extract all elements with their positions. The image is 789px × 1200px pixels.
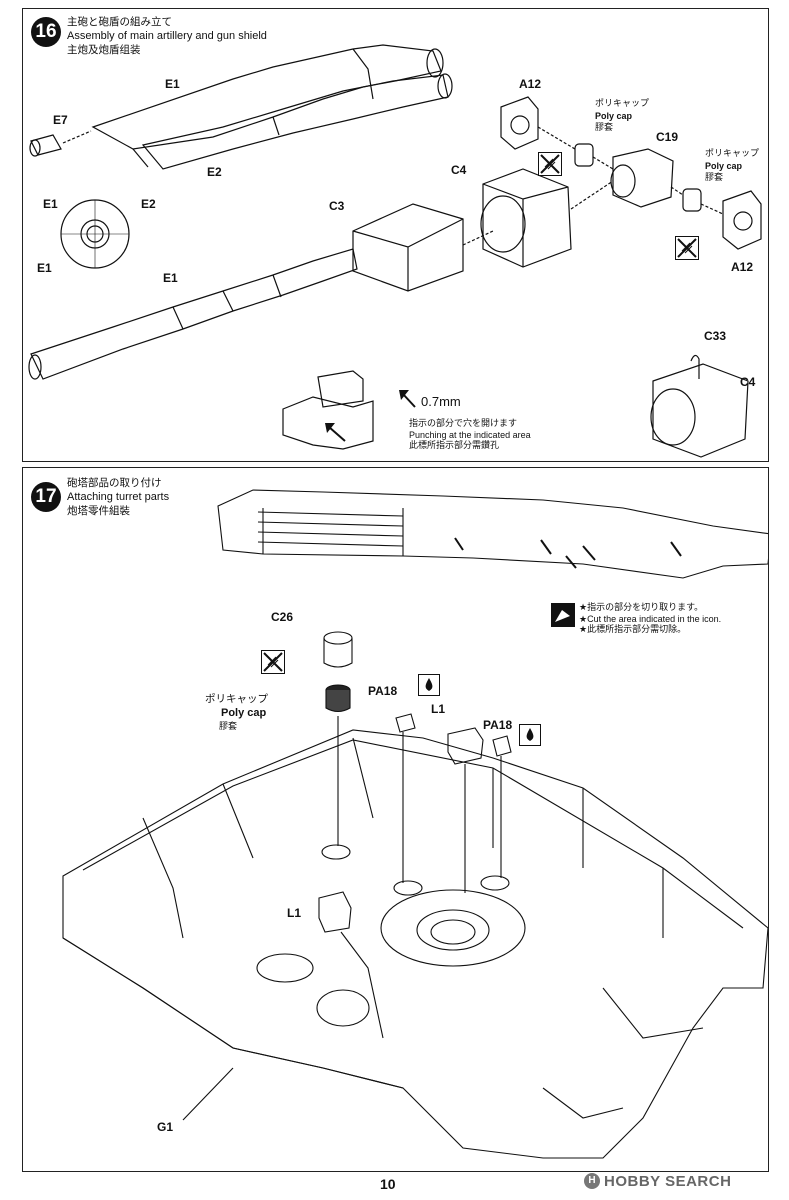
part-label-c26: C26 (271, 610, 294, 624)
part-label-e7: E7 (53, 113, 68, 127)
cut-icon (551, 603, 575, 627)
no-glue-icon (261, 650, 285, 674)
step-16-title-jp: 主砲と砲盾の組み立て (67, 16, 172, 28)
step-number-16: 16 (31, 17, 61, 47)
no-glue-icon (538, 152, 562, 176)
part-label-l1: L1 (287, 906, 302, 920)
step-16-title-en: Assembly of main artillery and gun shiel… (67, 30, 267, 42)
polycap-label-jp: ポリキャップ (595, 99, 650, 109)
polycap-label-en: Poly cap (705, 161, 743, 171)
part-label-l1: L1 (431, 702, 446, 716)
drill-size: 0.7mm (421, 394, 461, 409)
part-label-g1: G1 (157, 1120, 174, 1134)
step-16-panel: 16 主砲と砲盾の組み立て Assembly of main artillery… (22, 8, 769, 462)
polycap-label-en: Poly cap (221, 707, 267, 719)
part-label-c4: C4 (740, 375, 756, 389)
polycap-label-cn: 膠套 (219, 722, 238, 732)
cut-note-cn: ★此標所指示部分需切除。 (579, 625, 687, 635)
drill-note-en: Punching at the indicated area (409, 430, 531, 440)
step-17-panel: 17 砲塔部品の取り付け Attaching turret parts 炮塔零件… (22, 467, 769, 1172)
part-label-e1: E1 (163, 271, 178, 285)
drill-note-jp: 指示の部分で穴を開けます (409, 419, 518, 429)
part-label-pa18: PA18 (368, 684, 398, 698)
step-17-title-cn: 炮塔零件組裝 (67, 505, 130, 517)
part-label-e2: E2 (207, 165, 222, 179)
polycap-label-cn: 膠套 (595, 123, 614, 133)
step-17-title-en: Attaching turret parts (67, 491, 170, 503)
part-label-c4: C4 (451, 163, 467, 177)
watermark: HOBBY SEARCH (604, 1173, 732, 1190)
cement-icon (418, 674, 440, 696)
part-label-e1: E1 (37, 261, 52, 275)
drill-note-cn: 此標所指示部分需鑽孔 (409, 441, 500, 451)
step-number-17: 17 (31, 482, 61, 512)
step-16-title-cn: 主炮及炮盾组装 (67, 44, 141, 56)
part-label-c33: C33 (704, 329, 727, 343)
part-label-a12: A12 (731, 260, 754, 274)
step-16-drawing (28, 44, 762, 458)
polycap-label-cn: 膠套 (705, 173, 724, 183)
step-17-title-jp: 砲塔部品の取り付け (67, 477, 162, 489)
polycap-label-en: Poly cap (595, 111, 633, 121)
drill-arrow-icon (402, 393, 416, 408)
cement-icon (519, 724, 541, 746)
page-number: 10 (380, 1176, 396, 1192)
polycap-label-jp: ポリキャップ (205, 693, 268, 705)
part-label-c19: C19 (656, 130, 679, 144)
part-label-pa18: PA18 (483, 718, 513, 732)
part-label-c3: C3 (329, 199, 345, 213)
part-label-a12: A12 (519, 77, 542, 91)
no-glue-icon (675, 236, 699, 260)
watermark-logo-icon: H (584, 1173, 600, 1189)
step-17-drawing (62, 489, 768, 1159)
cut-note-en: ★Cut the area indicated in the icon. (579, 614, 722, 624)
cut-note-jp: ★指示の部分を切り取ります。 (579, 603, 704, 613)
part-label-e2: E2 (141, 197, 156, 211)
part-label-e1: E1 (43, 197, 58, 211)
part-label-e1: E1 (165, 77, 180, 91)
polycap-label-jp: ポリキャップ (705, 149, 760, 159)
